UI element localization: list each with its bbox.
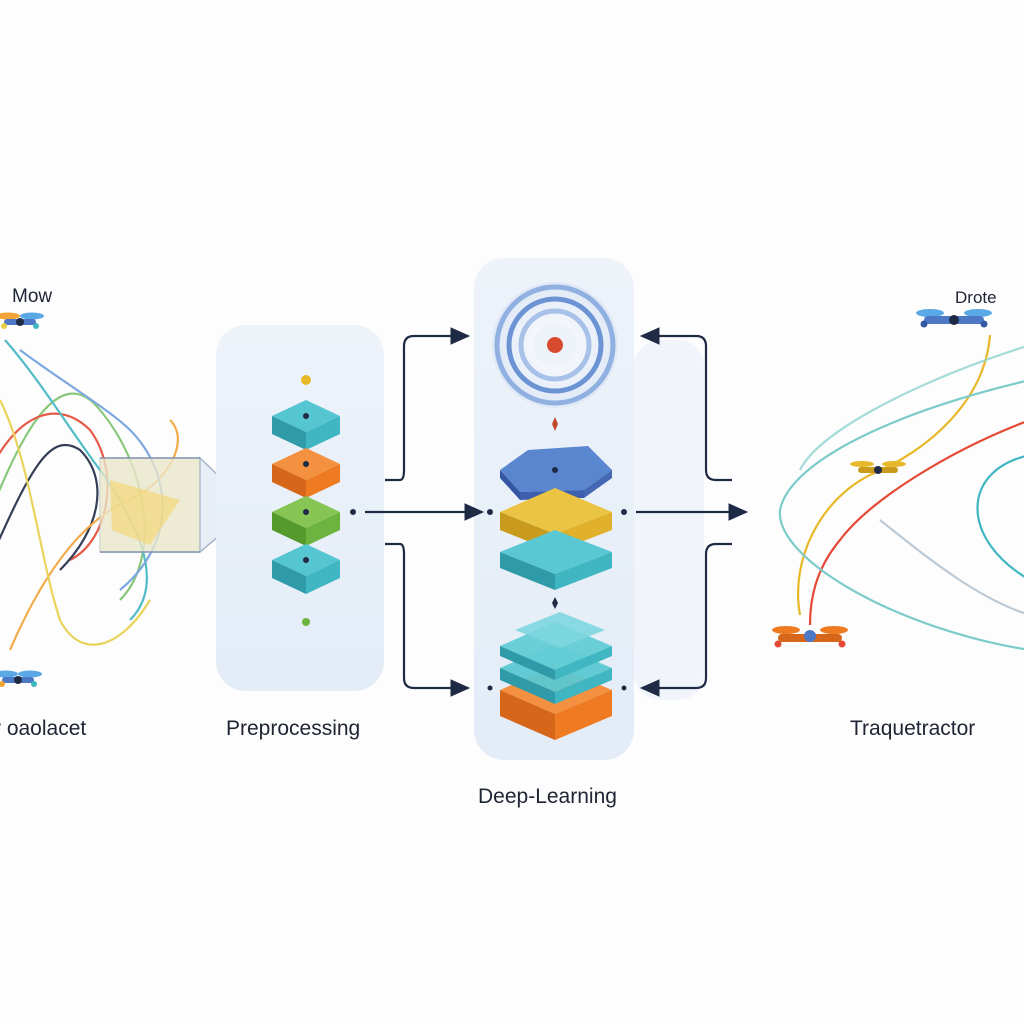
source-bottom-label: r oaolacet xyxy=(0,717,87,740)
layer-stack-icon xyxy=(500,612,612,740)
panel-shadow xyxy=(634,340,704,700)
trajectory-line-teal xyxy=(778,380,1024,651)
trajectory-label: Traquetractor xyxy=(850,717,976,740)
preprocessing-label: Preprocessing xyxy=(226,717,361,740)
layer-stack-icon xyxy=(500,446,612,590)
trajectory-line-gray xyxy=(879,519,1024,615)
drone-icon xyxy=(772,626,848,648)
glass-prism-icon xyxy=(99,456,261,554)
flow-arrows xyxy=(365,327,749,697)
arrow-icon xyxy=(639,542,732,697)
source-top-label: Mow xyxy=(12,286,53,307)
drone-icon xyxy=(0,312,44,329)
deep-learning-label: Deep-Learning xyxy=(478,785,617,808)
preprocessing-cube-stack-icon xyxy=(272,375,340,626)
trajectory-line-red xyxy=(0,412,109,561)
trajectory-line-navy xyxy=(0,443,99,571)
trajectory-line-teal-light xyxy=(799,345,1024,471)
trajectory-line-yellow xyxy=(0,399,151,646)
connector-diamond xyxy=(552,417,558,431)
target-icon xyxy=(492,282,618,408)
connector-diamond xyxy=(552,597,558,609)
output-trajectories xyxy=(778,334,1024,651)
trajectory-line-cyan xyxy=(976,455,1024,578)
arrow-icon xyxy=(639,327,732,482)
drone-icon xyxy=(850,461,906,474)
trajectory-line-yellow xyxy=(797,334,992,616)
drone-icon xyxy=(0,670,42,687)
trajectory-line-red xyxy=(808,421,1024,626)
arrow-endpoints xyxy=(350,509,627,691)
drone-top-label: Drote xyxy=(955,288,997,307)
drone-icon xyxy=(916,309,992,328)
arrow-icon xyxy=(385,542,471,697)
arrow-icon xyxy=(385,327,471,482)
